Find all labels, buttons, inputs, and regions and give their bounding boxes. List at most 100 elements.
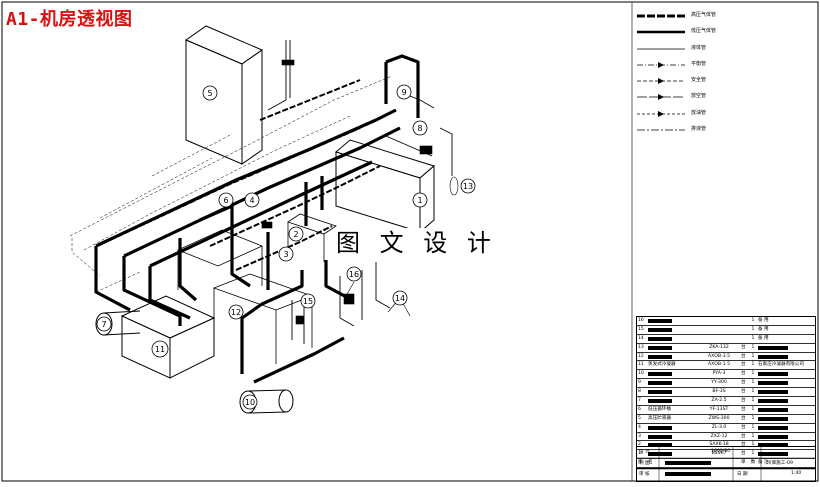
redacted-bar	[648, 336, 672, 341]
bom-cell-no: 8	[638, 389, 641, 395]
valve-symbols	[261, 59, 459, 325]
legend-label: 液体管	[691, 44, 707, 51]
legend-label: 低压气体管	[691, 28, 717, 35]
redacted-bar	[758, 354, 788, 359]
bom-cell-unit: 台	[741, 451, 746, 457]
bom-cell-unit: 台	[741, 398, 746, 404]
callout-14: 14	[392, 290, 408, 306]
callout-markers: 1 2 3 4 5 6 7 8 9 10 11 12 13 14 15 16	[96, 84, 476, 410]
bom-cell-no: 13	[638, 344, 644, 350]
title-block-drawing-no: 1600/30	[711, 449, 731, 454]
callout-10: 10	[242, 394, 258, 410]
redacted-bar	[648, 399, 672, 404]
callout-3: 3	[278, 246, 294, 262]
redacted-bar	[648, 452, 672, 457]
redacted-bar	[648, 434, 672, 439]
bom-cell-model: ZL-3.0	[711, 424, 727, 430]
pipe-legend: 高压气体管 低压气体管 液体管 平衡管 安全管 放空管 放油管 排液管	[636, 8, 796, 138]
bom-cell-qty: 1	[751, 326, 755, 332]
liquid-line-icon	[637, 48, 685, 49]
equipment-frame-6	[176, 229, 264, 290]
legend-item-drain: 排液管	[636, 122, 796, 138]
bom-cell-note	[758, 424, 813, 434]
svg-text:4: 4	[249, 196, 254, 205]
legend-item-balance: 平衡管	[636, 57, 796, 73]
bom-cell-qty: 1	[751, 318, 755, 323]
title-block-drafting: 制 图	[639, 461, 650, 466]
redacted-bar	[648, 390, 672, 395]
bom-cell-name	[648, 326, 698, 336]
svg-text:5: 5	[207, 89, 212, 98]
redacted-bar	[648, 345, 672, 350]
callout-2: 2	[288, 226, 304, 242]
bom-cell-qty: 1	[751, 424, 755, 430]
equipment-cabinet-5	[184, 25, 264, 165]
bom-cell-no: 6	[638, 406, 641, 412]
high-pressure-gas-pipes	[94, 54, 420, 384]
bom-cell-no: 9	[638, 380, 641, 386]
redacted-bar	[648, 381, 672, 386]
bom-cell-note: 备 用	[758, 326, 769, 332]
safety-line-icon	[637, 78, 685, 85]
bom-cell-unit: 台	[741, 442, 746, 448]
legend-label: 平衡管	[691, 60, 707, 67]
bom-cell-model: PYA-3	[712, 371, 726, 377]
bom-cell-no: 7	[638, 398, 641, 404]
bom-header-qty: 数	[750, 460, 756, 466]
bom-cell-no: 12	[638, 353, 644, 359]
bom-cell-note	[758, 388, 813, 398]
svg-text:7: 7	[101, 320, 106, 329]
bom-cell-qty: 1	[751, 398, 755, 404]
svg-text:15: 15	[303, 297, 313, 306]
bom-cell-note	[758, 450, 813, 460]
low-pressure-gas-line-icon	[637, 31, 685, 34]
bom-cell-name	[648, 450, 698, 460]
bom-cell-note: 备 用	[758, 335, 769, 341]
bom-cell-note	[758, 379, 813, 389]
bom-cell-unit: 台	[741, 406, 746, 412]
callout-8: 8	[412, 120, 428, 136]
title-block: 设 计 制 图 审 核 1600/30 冷库施工-09 日 期 1:40	[636, 446, 816, 482]
bom-cell-unit: 台	[741, 371, 746, 377]
title-block-review: 审 核	[639, 472, 650, 477]
bom-cell-note	[758, 441, 813, 451]
callout-11: 11	[151, 340, 169, 358]
bom-cell-name	[648, 424, 698, 434]
bom-cell-qty: 1	[751, 433, 755, 439]
legend-item-low-pressure-gas: 低压气体管	[636, 24, 796, 40]
svg-text:10: 10	[245, 398, 255, 407]
high-pressure-gas-line-icon	[637, 14, 685, 18]
legend-item-high-pressure-gas: 高压气体管	[636, 8, 796, 24]
svg-text:8: 8	[417, 124, 422, 133]
bom-cell-no: 15	[638, 326, 644, 332]
title-block-date-label: 日 期	[737, 472, 748, 477]
bom-cell-no: 4	[638, 424, 641, 430]
bom-cell-model: AXQB-1.5	[707, 362, 731, 368]
bom-cell-no: 16	[638, 318, 644, 323]
callout-13: 13	[460, 178, 476, 194]
legend-item-safety: 安全管	[636, 73, 796, 89]
balance-line-icon	[637, 61, 685, 68]
bom-cell-qty: 1	[751, 415, 755, 421]
title-block-grid	[637, 447, 815, 481]
bom-cell-model: BSSK7	[711, 451, 727, 457]
bom-cell-model: YY-300	[711, 380, 727, 386]
bom-cell-qty: 1	[751, 451, 755, 457]
bom-cell-unit: 台	[741, 433, 746, 439]
bom-header-unit: 单	[741, 460, 746, 466]
callout-5: 5	[202, 85, 218, 101]
redacted-bar	[758, 407, 788, 412]
bom-header: 序 名 单 数 备 注	[637, 459, 815, 469]
